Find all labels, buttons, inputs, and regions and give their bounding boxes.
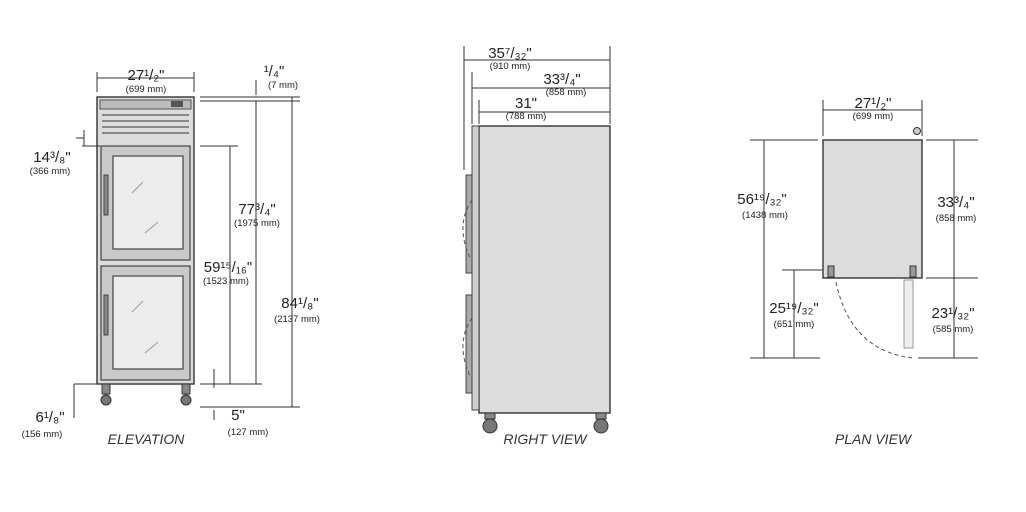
elevation-leg — [101, 383, 111, 395]
elevation-lower-handle — [103, 294, 109, 336]
elevation-view: 27¹/₂" (699 mm) ¹/₄" (7 mm) 14³/₈" (366 … — [22, 63, 320, 447]
plan-knob-icon — [913, 127, 921, 135]
elevation-caster-mm: (127 mm) — [228, 427, 269, 438]
plan-cabinet-depth-mm: (858 mm) — [936, 213, 977, 224]
plan-hinge — [909, 265, 917, 278]
elevation-caster — [180, 394, 192, 406]
plan-view: 27¹/₂" (699 mm) 56¹⁹/₃₂" (1438 mm) 25¹⁹/… — [737, 95, 978, 447]
right-view: 35⁷/₃₂" (910 mm) 33³/₄" (858 mm) 31" (78… — [462, 45, 611, 447]
right-caster — [482, 418, 498, 434]
right-caster — [593, 418, 609, 434]
plan-door-swing — [835, 281, 913, 359]
right-door-swing — [462, 199, 473, 259]
right-door-swing — [462, 317, 473, 377]
elevation-overall-height-mm: (2137 mm) — [274, 314, 320, 325]
right-cabinet-depth-mm: (788 mm) — [506, 111, 547, 122]
elevation-door-offset-label: 14³/₈" — [33, 149, 70, 166]
elevation-leg — [181, 383, 191, 395]
elevation-width-label: 27¹/₂" — [128, 67, 165, 84]
plan-hinge — [827, 265, 835, 278]
elevation-caster-label: 5" — [231, 407, 245, 424]
glare-mark — [144, 221, 159, 234]
plan-door-clear-mm: (585 mm) — [933, 324, 974, 335]
elevation-control-icon — [171, 101, 183, 107]
plan-door-clear-label: 23¹/₃₂" — [931, 305, 974, 322]
right-depth-mm: (858 mm) — [546, 87, 587, 98]
right-upper-handle — [465, 174, 473, 274]
elevation-body-height-label: 77³/₄" — [238, 201, 275, 218]
elevation-title: ELEVATION — [108, 431, 186, 447]
elevation-caster — [100, 394, 112, 406]
plan-width-mm: (699 mm) — [853, 111, 894, 122]
plan-width-label: 27¹/₂" — [855, 95, 892, 112]
elevation-body-height-mm: (1975 mm) — [234, 218, 280, 229]
elevation-door-offset-mm: (366 mm) — [30, 166, 71, 177]
right-overall-depth-label: 35⁷/₃₂" — [488, 45, 532, 62]
right-depth-label: 33³/₄" — [543, 71, 580, 88]
plan-total-depth-mm: (1438 mm) — [742, 210, 788, 221]
elevation-overall-height-label: 84¹/₈" — [281, 295, 318, 312]
glare-mark — [131, 181, 144, 194]
elevation-door-height-label: 59¹⁵/₁₆" — [204, 259, 253, 276]
elevation-upper-glass — [112, 155, 184, 250]
right-door-edge — [471, 125, 480, 411]
elevation-leg-height-label: 6¹/₈" — [35, 409, 64, 426]
plan-cabinet — [822, 139, 923, 279]
glare-mark — [131, 300, 144, 313]
elevation-upper-handle — [103, 174, 109, 216]
elevation-leg-height-mm: (156 mm) — [22, 429, 63, 440]
right-overall-depth-mm: (910 mm) — [490, 61, 531, 72]
right-cabinet-depth-label: 31" — [515, 95, 537, 112]
right-cabinet — [478, 125, 611, 414]
elevation-top-gap-mm: (7 mm) — [268, 80, 298, 91]
right-lower-handle — [465, 294, 473, 394]
plan-door-open — [903, 279, 914, 349]
glare-mark — [144, 341, 159, 354]
plan-door-swing-label: 25¹⁹/₃₂" — [769, 300, 819, 317]
elevation-width-mm: (699 mm) — [126, 84, 167, 95]
plan-cabinet-depth-label: 33³/₄" — [937, 194, 974, 211]
elevation-top-panel — [99, 99, 192, 110]
plan-view-title: PLAN VIEW — [835, 431, 913, 447]
elevation-door-height-mm: (1523 mm) — [203, 276, 249, 287]
plan-door-swing-mm: (651 mm) — [774, 319, 815, 330]
elevation-lower-glass — [112, 275, 184, 370]
plan-total-depth-label: 56¹⁹/₃₂" — [737, 191, 787, 208]
right-view-title: RIGHT VIEW — [503, 431, 588, 447]
elevation-top-gap-label: ¹/₄" — [264, 63, 285, 80]
